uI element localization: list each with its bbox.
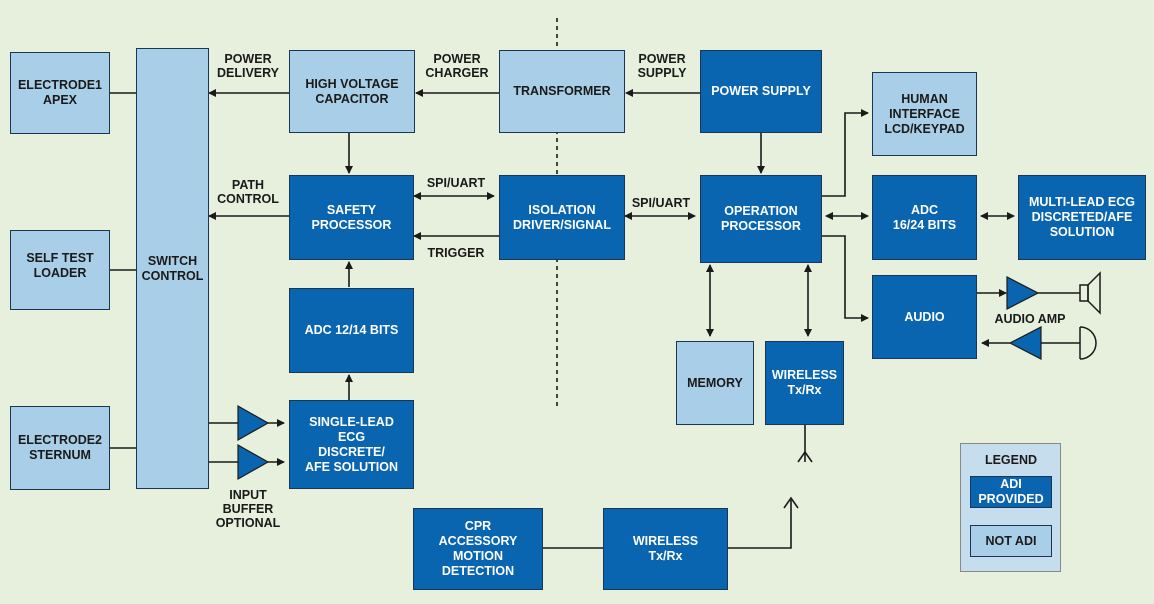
transformer-block: TRANSFORMER (499, 50, 625, 133)
path-control-label: PATH CONTROL (217, 178, 279, 206)
audio-amp-label: AUDIO AMP (994, 312, 1066, 326)
legend-title: LEGEND (984, 453, 1038, 467)
power-delivery-label: POWER DELIVERY (216, 52, 280, 80)
legend-adi-provided-swatch: ADI PROVIDED (970, 476, 1052, 508)
speaker-icon (1079, 271, 1101, 315)
microphone-icon (1079, 326, 1097, 360)
human-interface-block: HUMAN INTERFACE LCD/KEYPAD (872, 72, 977, 156)
multi-lead-ecg-block: MULTI-LEAD ECG DISCRETED/AFE SOLUTION (1018, 175, 1146, 260)
single-lead-ecg-block: SINGLE-LEAD ECG DISCRETE/ AFE SOLUTION (289, 400, 414, 489)
speaker-amp-icon (1006, 276, 1040, 310)
input-buffer-2-icon (237, 443, 270, 481)
wireless-antenna-icon (797, 450, 813, 463)
wireless-main-block: WIRELESS Tx/Rx (765, 341, 844, 425)
audio-block: AUDIO (872, 275, 977, 359)
switch-control-block: SWITCH CONTROL (136, 48, 209, 489)
safety-processor-block: SAFETY PROCESSOR (289, 175, 414, 260)
power-supply-label: POWER SUPPLY (637, 52, 687, 80)
electrode2-block: ELECTRODE2 STERNUM (10, 406, 110, 490)
isolation-driver-block: ISOLATION DRIVER/SIGNAL (499, 175, 625, 260)
legend-panel: LEGEND ADI PROVIDED NOT ADI (960, 443, 1061, 572)
power-supply-block: POWER SUPPLY (700, 50, 822, 133)
spi-uart-left-label: SPI/UART (426, 176, 486, 190)
op-to-hmi-arrow (822, 109, 869, 197)
adc-16-24-block: ADC 16/24 BITS (872, 175, 977, 260)
adc-12-14-block: ADC 12/14 BITS (289, 288, 414, 373)
wireless-cpr-block: WIRELESS Tx/Rx (603, 508, 728, 590)
op-to-audio-arrow (822, 235, 869, 322)
power-charger-label: POWER CHARGER (425, 52, 489, 80)
cpr-accessory-block: CPR ACCESSORY MOTION DETECTION (413, 508, 543, 590)
cpr-wireless-antenna-line (728, 500, 792, 549)
cpr-antenna-icon (783, 496, 799, 509)
self-test-block: SELF TEST LOADER (10, 230, 110, 310)
legend-not-adi-swatch: NOT ADI (970, 525, 1052, 557)
electrode1-block: ELECTRODE1 APEX (10, 52, 110, 134)
input-buffer-1-icon (237, 404, 270, 442)
operation-processor-block: OPERATION PROCESSOR (700, 175, 822, 263)
trigger-label: TRIGGER (427, 246, 485, 260)
memory-block: MEMORY (676, 341, 754, 425)
spi-uart-right-label: SPI/UART (631, 196, 691, 210)
hv-capacitor-block: HIGH VOLTAGE CAPACITOR (289, 50, 415, 133)
mic-amp-icon (1008, 326, 1042, 360)
input-buffer-label: INPUT BUFFER OPTIONAL (215, 488, 281, 530)
